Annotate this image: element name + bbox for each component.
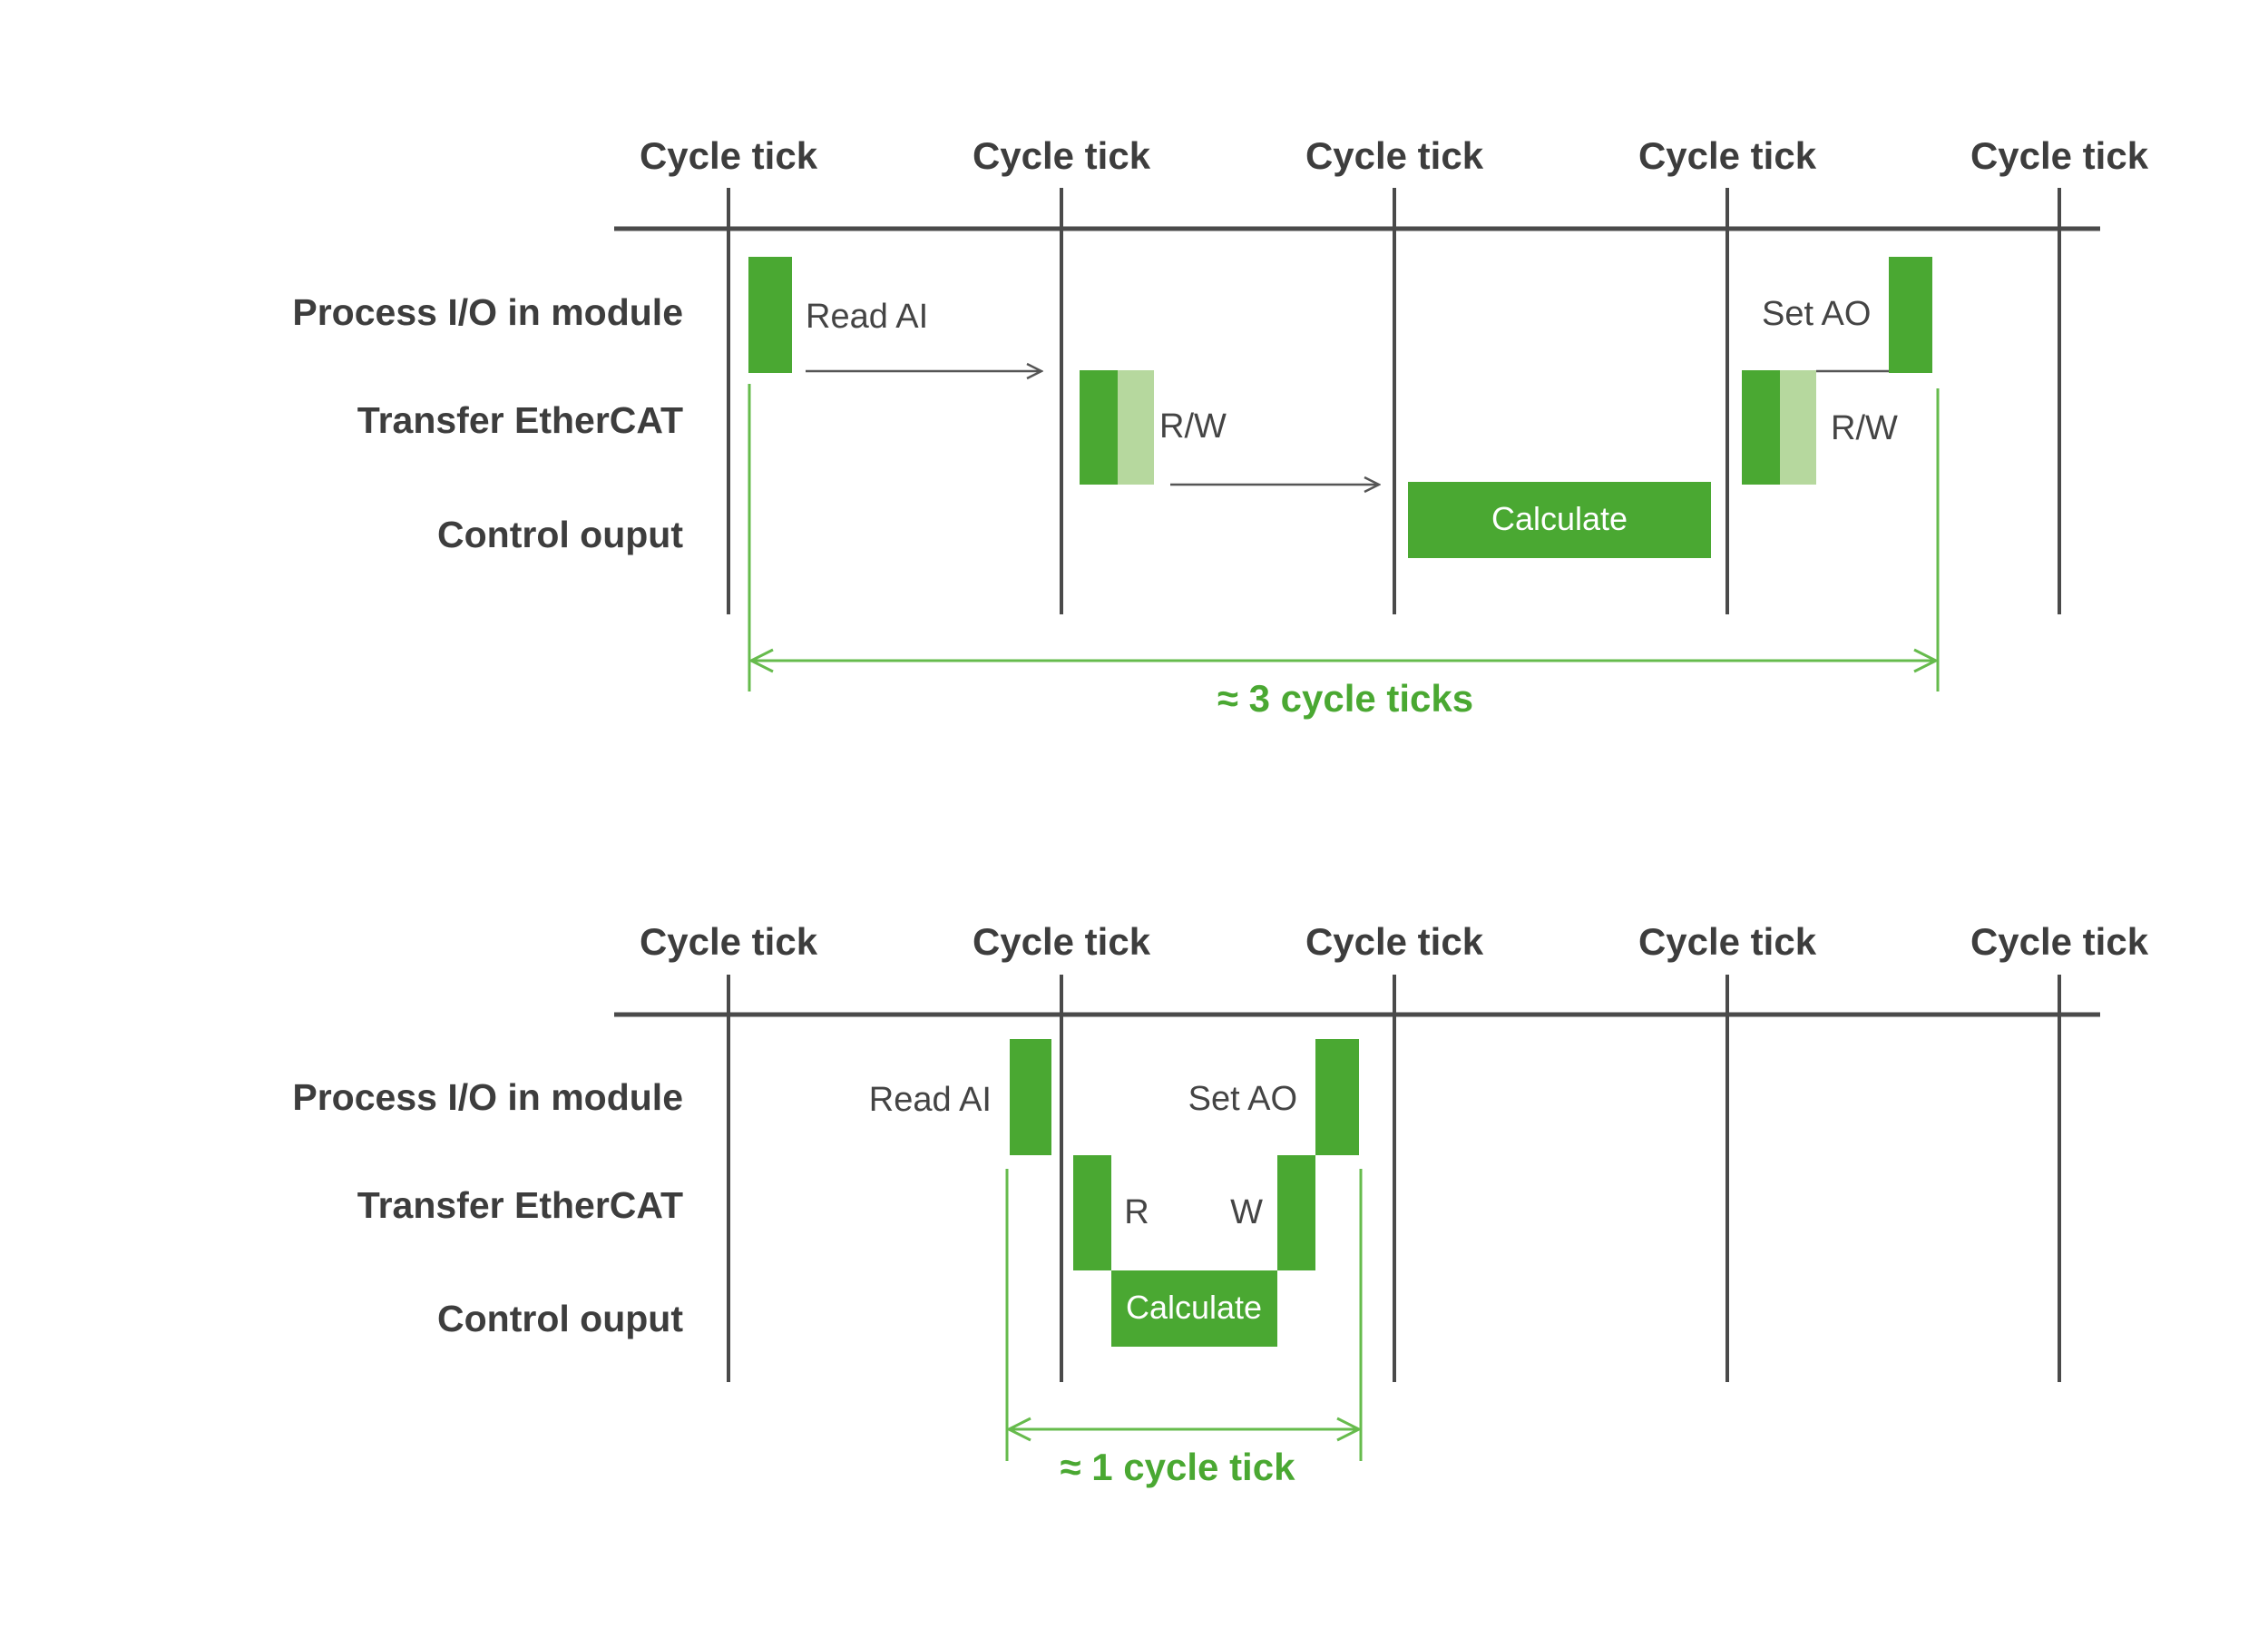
w-label: W — [1230, 1193, 1263, 1231]
r-label: R — [1124, 1193, 1149, 1231]
tick-label: Cycle tick — [640, 134, 818, 177]
row-label-control-output: Control ouput — [437, 514, 683, 555]
span-label: ≈ 3 cycle ticks — [1217, 677, 1473, 720]
write-block — [1118, 370, 1154, 485]
set-ao-label: Set AO — [1762, 295, 1871, 333]
tick-label: Cycle tick — [1970, 134, 2149, 177]
row-label-process-io: Process I/O in module — [292, 291, 683, 333]
read-ai-label: Read AI — [806, 298, 928, 336]
calculate-block — [1408, 482, 1711, 558]
read-block — [1073, 1155, 1111, 1270]
tick-label: Cycle tick — [1638, 134, 1817, 177]
calculate-label: Calculate — [1126, 1289, 1262, 1326]
tick-label: Cycle tick — [1970, 920, 2149, 963]
rw-label: R/W — [1159, 407, 1227, 446]
read-block — [1080, 370, 1118, 485]
read-block — [1742, 370, 1780, 485]
top-tick-labels: Cycle tick Cycle tick Cycle tick Cycle t… — [640, 134, 2149, 177]
top-tick-lines — [727, 188, 2061, 614]
row-label-transfer-ethercat: Transfer EtherCAT — [357, 1184, 683, 1226]
set-ao-block — [1889, 257, 1932, 373]
read-ai-block — [1010, 1039, 1051, 1155]
bottom-tick-labels: Cycle tick Cycle tick Cycle tick Cycle t… — [640, 920, 2149, 963]
row-label-transfer-ethercat: Transfer EtherCAT — [357, 399, 683, 441]
row-label-process-io: Process I/O in module — [292, 1076, 683, 1118]
set-ao-block — [1315, 1039, 1359, 1155]
read-ai-label: Read AI — [869, 1081, 992, 1119]
read-ai-block — [748, 257, 792, 373]
row-label-control-output: Control ouput — [437, 1298, 683, 1339]
calculate-block — [1111, 1270, 1277, 1347]
tick-label: Cycle tick — [1305, 134, 1484, 177]
tick-label: Cycle tick — [1305, 920, 1484, 963]
tick-label: Cycle tick — [1638, 920, 1817, 963]
top-diagram: Cycle tick Cycle tick Cycle tick Cycle t… — [292, 134, 2148, 720]
write-block — [1277, 1155, 1315, 1270]
calculate-label: Calculate — [1491, 500, 1628, 537]
rw-label: R/W — [1831, 409, 1898, 447]
set-ao-label: Set AO — [1188, 1080, 1297, 1118]
bottom-row-labels: Process I/O in module Transfer EtherCAT … — [292, 1076, 683, 1339]
top-row-labels: Process I/O in module Transfer EtherCAT … — [292, 291, 683, 555]
tick-label: Cycle tick — [973, 920, 1151, 963]
bottom-diagram: Cycle tick Cycle tick Cycle tick Cycle t… — [292, 920, 2148, 1488]
tick-label: Cycle tick — [973, 134, 1151, 177]
span-label: ≈ 1 cycle tick — [1061, 1446, 1296, 1488]
tick-label: Cycle tick — [640, 920, 818, 963]
write-block — [1780, 370, 1816, 485]
bottom-tick-lines — [727, 975, 2061, 1382]
